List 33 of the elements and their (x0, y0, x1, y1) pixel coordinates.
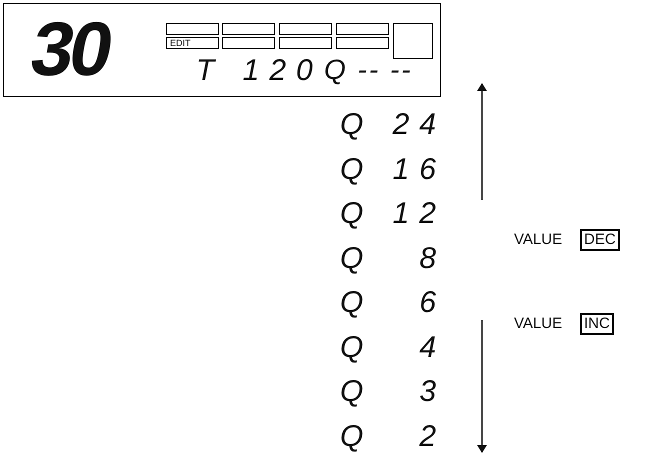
indicator-segment (279, 23, 332, 35)
q-value-readout: Q -- -- (324, 56, 414, 84)
indicator-segment (279, 37, 332, 49)
indicator-segment (222, 37, 275, 49)
q-value: 2 (419, 422, 447, 452)
q-symbol: Q (340, 288, 374, 318)
indicator-segment (336, 37, 389, 49)
q-symbol: Q (340, 422, 374, 452)
edit-indicator: EDIT (166, 37, 219, 49)
q-symbol: Q (340, 154, 374, 184)
q-value: 6 (419, 288, 447, 318)
q-symbol: Q (340, 110, 374, 140)
key-caption: VALUE (514, 315, 562, 333)
q-symbol: Q (340, 244, 374, 274)
q-value: 8 (419, 244, 447, 274)
key-caption: VALUE (514, 231, 562, 249)
lcd-display-panel (3, 3, 441, 97)
large-digit-readout: 30 (25, 12, 116, 88)
tool-readout: T 120 (196, 56, 324, 86)
q-symbol: Q (340, 199, 374, 229)
indicator-segment (336, 23, 389, 35)
key-label: DEC (580, 229, 620, 251)
indicator-segment (222, 23, 275, 35)
key-label: INC (580, 313, 614, 335)
q-value: 12 (392, 199, 447, 229)
q-symbol: Q (340, 332, 374, 362)
q-value: 4 (419, 332, 447, 362)
q-value: 24 (392, 110, 447, 140)
q-value: 16 (392, 154, 447, 184)
q-value: 3 (419, 377, 447, 407)
q-symbol: Q (340, 377, 374, 407)
indicator-segment (393, 23, 433, 59)
indicator-segment (166, 23, 219, 35)
